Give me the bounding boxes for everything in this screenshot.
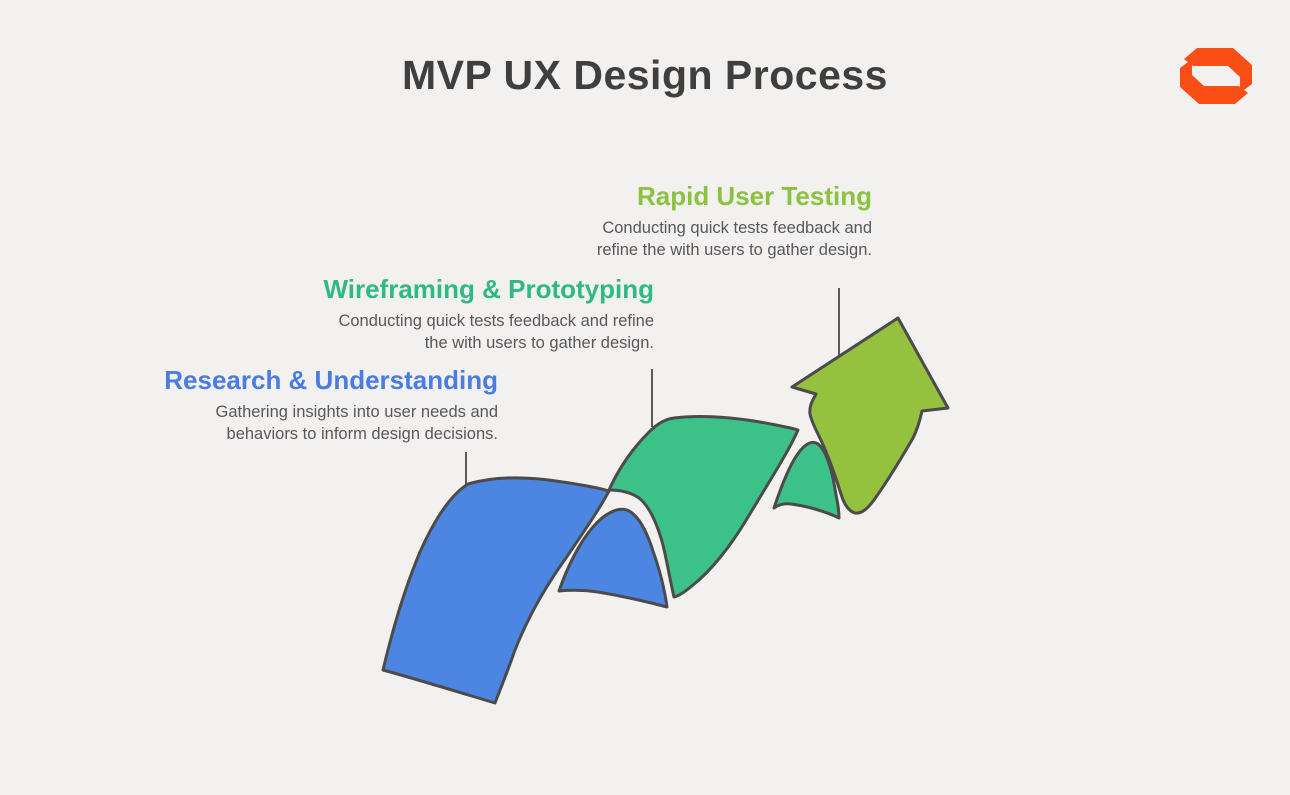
step-heading-research-understanding: Research & Understanding	[164, 365, 498, 395]
page-title: MVP UX Design Process	[402, 52, 888, 98]
step-description-line: refine the with users to gather design.	[596, 241, 872, 259]
step-block-rapid-user-testing: Rapid User Testing Conducting quick test…	[597, 182, 872, 261]
growth-arrow	[790, 316, 950, 515]
step-description-line: the with users to gather design.	[424, 334, 654, 352]
step-description-research: Gathering insights into user needs and b…	[164, 401, 498, 445]
step-heading-rapid-user-testing: Rapid User Testing	[636, 181, 872, 211]
step-block-wireframing-prototyping: Wireframing & Prototyping Conducting qui…	[323, 275, 654, 354]
step-description-line: Gathering insights into user needs and	[215, 403, 498, 421]
step-description-wireframing: Conducting quick tests feedback and refi…	[323, 310, 654, 354]
step-description-line: Conducting quick tests feedback and refi…	[338, 312, 654, 330]
pure-storage-logo	[1180, 48, 1252, 104]
ribbon-teal-band	[607, 415, 800, 599]
logo-bottom-piece	[1180, 59, 1248, 104]
step-description-rapid: Conducting quick tests feedback and refi…	[597, 217, 872, 261]
logo-top-piece	[1184, 48, 1252, 93]
ribbon-teal-underside-arch	[772, 440, 841, 520]
step-description-line: Conducting quick tests feedback and	[602, 219, 872, 237]
step-block-research-understanding: Research & Understanding Gathering insig…	[164, 366, 498, 445]
ribbon-blue-underside-arch	[557, 507, 669, 609]
step-heading-wireframing-prototyping: Wireframing & Prototyping	[323, 274, 654, 304]
step-description-line: behaviors to inform design decisions.	[226, 425, 498, 443]
